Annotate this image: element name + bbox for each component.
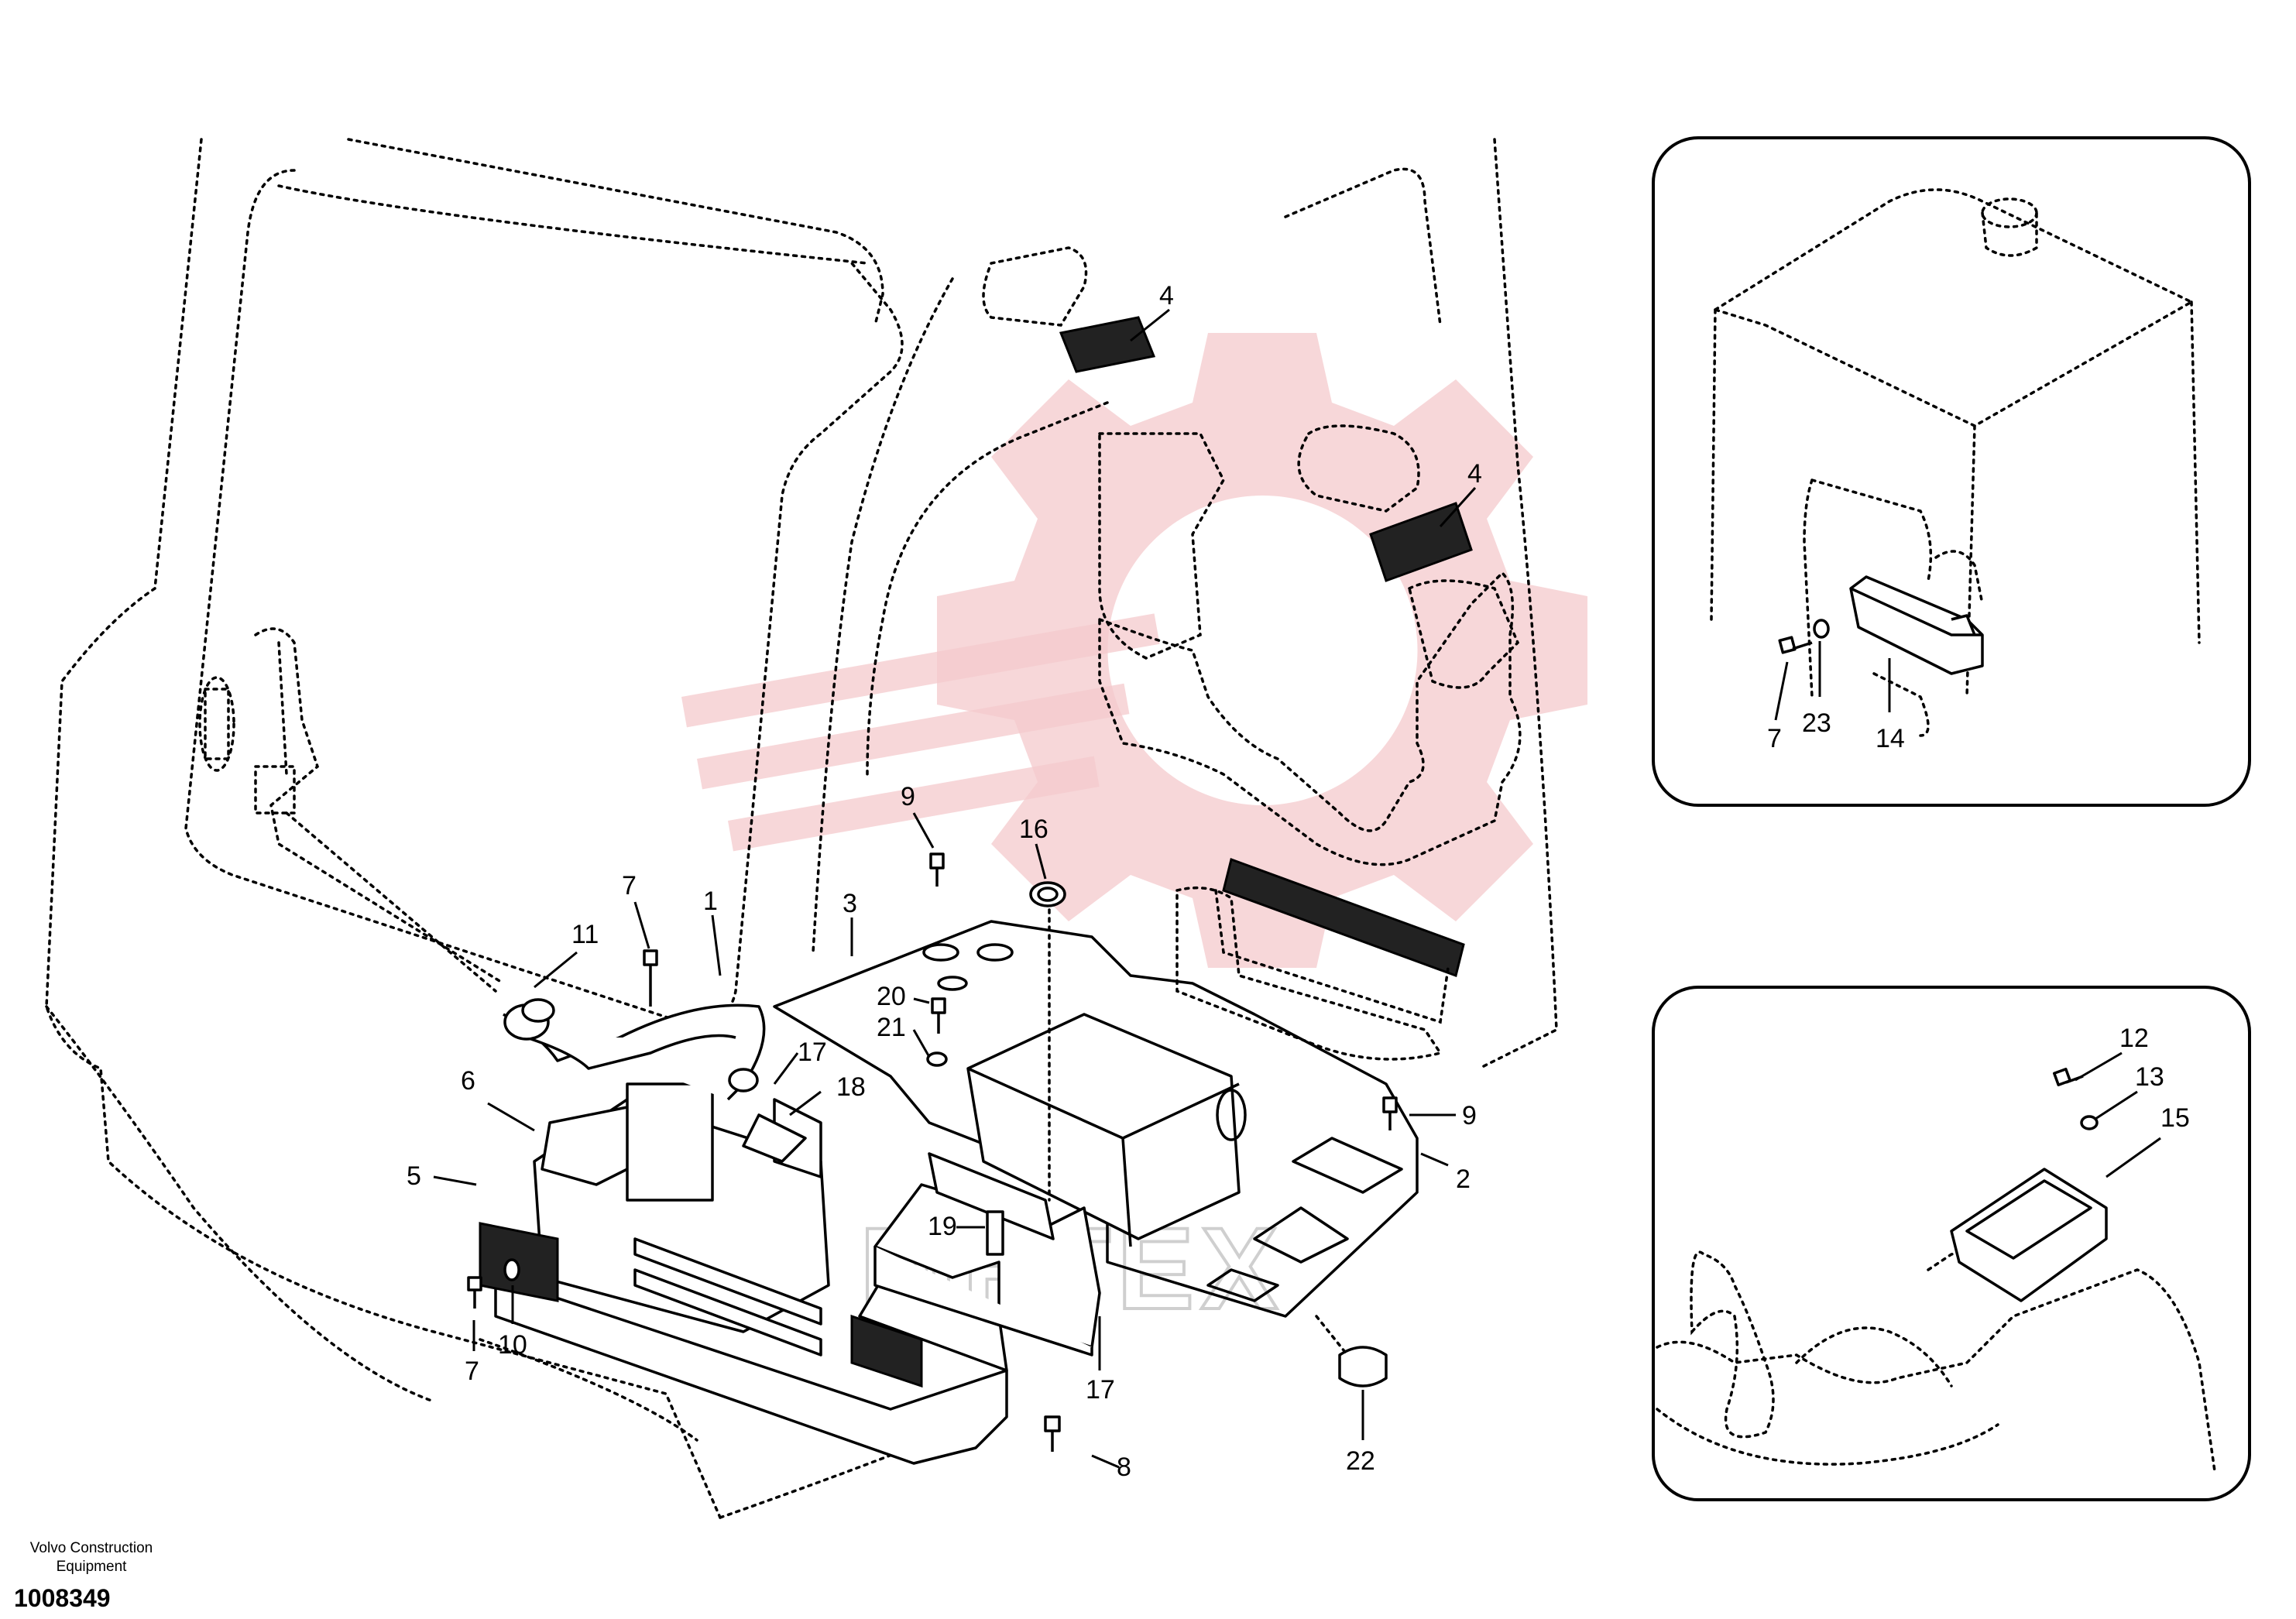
callout-4a: 4 [1159, 281, 1174, 310]
callout-2: 2 [1456, 1165, 1471, 1194]
heater-hose [503, 1003, 766, 1101]
washer-21 [926, 1051, 948, 1067]
callout-7-bottom: 7 [465, 1357, 479, 1386]
inset-bracket-detail: 7 23 14 [1652, 136, 2251, 807]
defroster-duct-assembly [982, 246, 1522, 1061]
pin-19 [986, 1210, 1004, 1256]
fasteners [467, 852, 1398, 1452]
bolt-12 [2052, 1067, 2084, 1087]
controller-15 [1950, 1168, 2108, 1302]
callouts-main: 7 1 3 4 4 5 6 7 8 9 9 10 11 16 17 18 19 … [407, 281, 1482, 1482]
callout-4b: 4 [1467, 459, 1482, 489]
callout-7: 7 [622, 871, 637, 900]
callout-9-top: 9 [901, 782, 915, 811]
callout-1: 1 [703, 887, 718, 916]
callout-9-right: 9 [1462, 1101, 1477, 1130]
vertical-duct [873, 1152, 1101, 1357]
callout-17-top: 17 [798, 1038, 827, 1067]
left-side-duct [198, 627, 505, 993]
callout-14: 14 [1876, 724, 1905, 753]
plug-22 [1338, 1346, 1388, 1387]
leader-lines [433, 308, 1477, 1469]
inset-frame-top [1652, 136, 2251, 807]
callout-19: 19 [928, 1212, 957, 1241]
bolt-8 [1044, 1415, 1061, 1452]
callout-21: 21 [877, 1013, 906, 1042]
bolt-20 [931, 997, 946, 1034]
bolt-9-right [1382, 1096, 1398, 1130]
callout-23: 23 [1802, 708, 1831, 738]
callout-17-bottom: 17 [1086, 1375, 1115, 1405]
bracket-14 [1849, 575, 1984, 675]
clamp-11 [521, 998, 555, 1023]
callout-18: 18 [836, 1072, 866, 1102]
document-number: 1008349 [14, 1584, 111, 1612]
washer-10 [503, 1258, 520, 1281]
callout-22: 22 [1346, 1446, 1375, 1476]
callout-3: 3 [843, 889, 857, 918]
callout-8: 8 [1117, 1453, 1131, 1482]
callout-20: 20 [877, 982, 906, 1011]
callout-16: 16 [1019, 815, 1048, 844]
heater-unit [966, 1013, 1247, 1247]
bolt-9-top [929, 852, 945, 887]
inset-controller-detail: 12 13 15 [1652, 986, 2251, 1501]
callout-11: 11 [571, 920, 599, 949]
callout-7-inset: 7 [1767, 724, 1782, 753]
relay-part-18 [742, 1113, 807, 1163]
callout-15: 15 [2160, 1103, 2190, 1133]
callout-13: 13 [2135, 1062, 2164, 1092]
callout-12: 12 [2119, 1024, 2149, 1053]
company-name: Volvo Construction Equipment [29, 1540, 153, 1575]
washer-13 [2080, 1115, 2099, 1130]
callout-5: 5 [407, 1161, 421, 1191]
bolt-7-bottom [467, 1276, 482, 1309]
bolt-7-left [643, 949, 658, 1007]
callout-6: 6 [461, 1066, 475, 1096]
heater-core-housing [479, 1082, 1008, 1465]
callout-10: 10 [498, 1330, 527, 1360]
bolt-7-inset [1778, 636, 1813, 654]
washer-23 [1813, 619, 1830, 639]
o-ring-16 [1029, 881, 1066, 907]
